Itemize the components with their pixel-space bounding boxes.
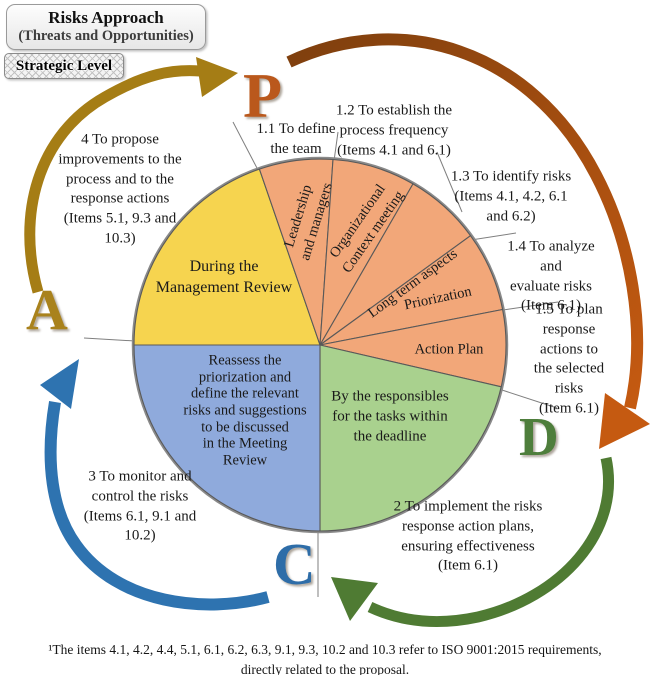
arrow-do-to-check xyxy=(331,456,614,628)
level-box: Strategic Level xyxy=(4,53,124,79)
pie-slice-reassess xyxy=(133,344,321,532)
diagram-title: Risks Approach xyxy=(48,8,164,27)
plan-letter: P xyxy=(243,60,283,131)
check-letter: C xyxy=(273,531,316,597)
arrow-check-to-act xyxy=(40,359,270,611)
annotation-step-4: 4 To propose improvements to the process… xyxy=(58,131,182,247)
annotation-step-1-5: 1.5 To plan response actions to the sele… xyxy=(533,301,605,417)
segment-text-responsibles: By the responsibles for the tasks within… xyxy=(331,388,449,444)
pdca-pie xyxy=(131,156,509,534)
pie-slice-responsibles xyxy=(319,344,502,532)
arrow-plan-to-do xyxy=(286,33,650,449)
annotation-step-1-2: 1.2 To establish the process frequency (… xyxy=(335,102,453,158)
arrow-act-to-plan xyxy=(24,57,238,294)
footnote: ¹The items 4.1, 4.2, 4.4, 5.1, 6.1, 6.2,… xyxy=(48,642,602,675)
annotation-step-2: 2 To implement the risks response action… xyxy=(393,498,543,574)
segment-text-management-review: During the Management Review xyxy=(155,257,293,296)
annotation-step-1-3: 1.3 To identify risks (Items 4.1, 4.2, 6… xyxy=(450,168,572,224)
level-label: Strategic Level xyxy=(15,58,113,74)
segment-text-reassess: Reassess the priorization and define the… xyxy=(183,352,307,469)
annotation-step-1-4: 1.4 To analyze and evaluate risks (Item … xyxy=(507,238,595,314)
act-letter: A xyxy=(26,277,68,342)
title-box: Risks Approach (Threats and Opportunitie… xyxy=(6,4,206,50)
pie-outline xyxy=(131,156,509,534)
pie-slice-management-review xyxy=(133,168,321,346)
diagram-subtitle: (Threats and Opportunities) xyxy=(18,28,194,44)
slice-label-action-plan: Action Plan xyxy=(414,341,484,358)
annotation-step-1-1: 1.1 To define the team xyxy=(256,121,336,157)
leader-lines xyxy=(83,121,559,597)
do-letter: D xyxy=(519,406,559,467)
annotation-step-3: 3 To monitor and control the risks (Item… xyxy=(83,468,197,544)
